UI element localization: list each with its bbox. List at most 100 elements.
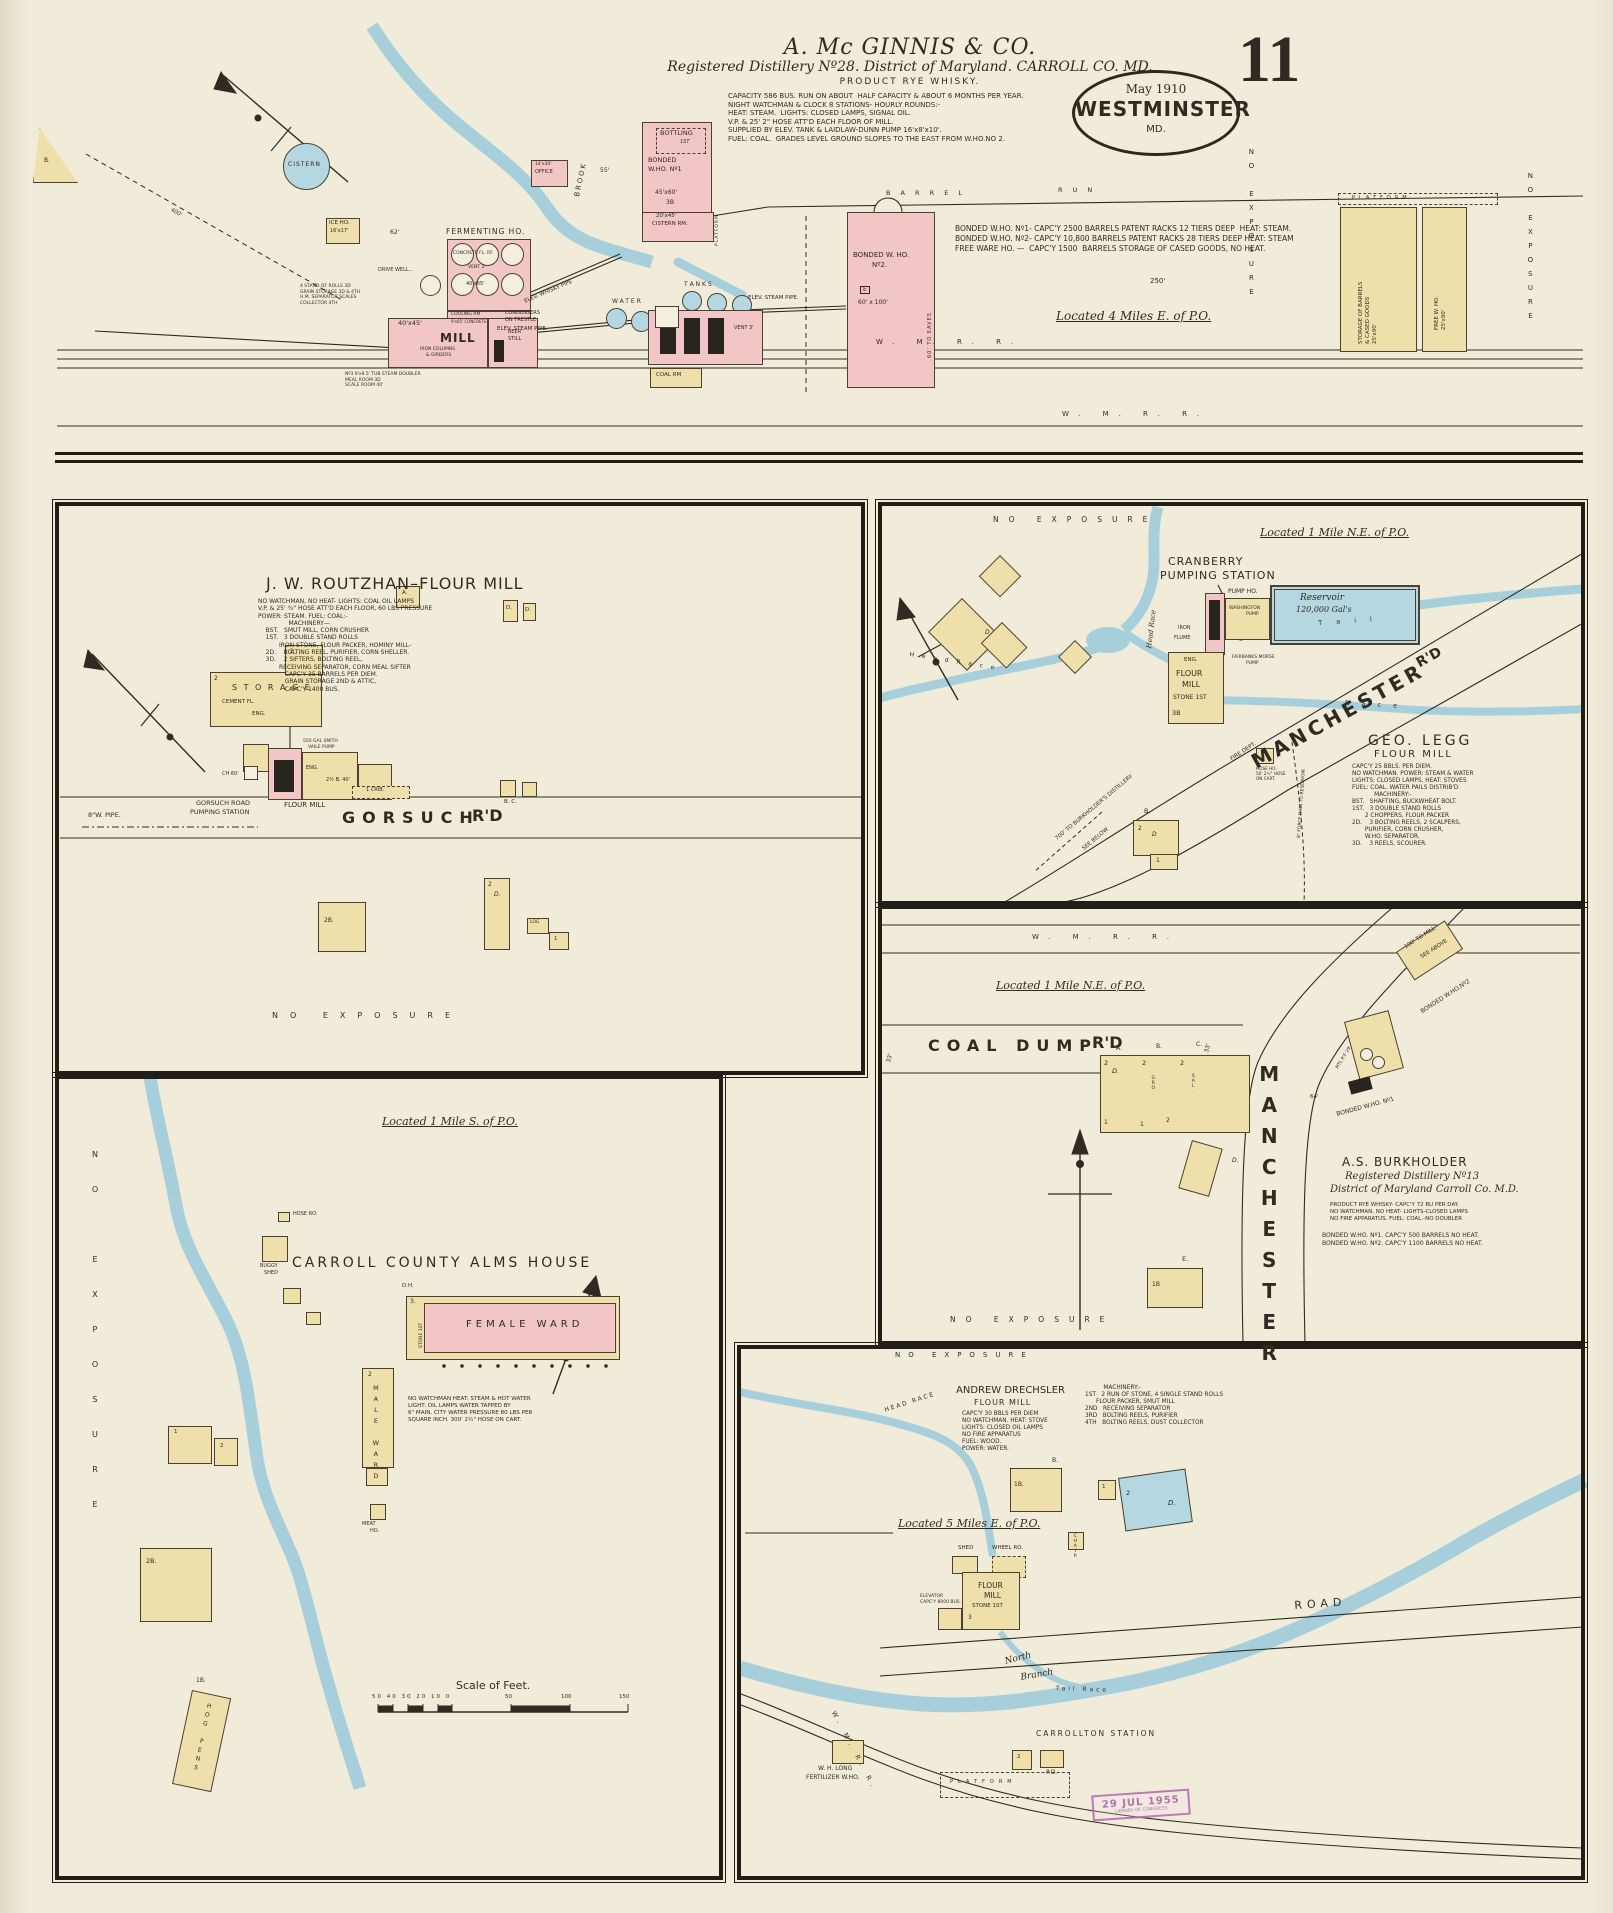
survey-dashed [85, 153, 343, 301]
drechsler-road [879, 1596, 1584, 1677]
located-5e: Located 5 Miles E. of P.O. [898, 1517, 1041, 1530]
label-barrel: B A R R E L [886, 189, 966, 197]
no-exposure-right: NO EXPOSURE [1247, 148, 1256, 302]
building-small-dr [1098, 1480, 1116, 1500]
building-bonded-wh-2 [847, 212, 935, 388]
label-beer: BEER [508, 329, 522, 335]
text-line: 2D. 3 BOLTING REELS, 2 SCALPERS, [1352, 820, 1461, 826]
label-block-1a: 1 [1104, 1119, 1108, 1126]
scale-title: Scale of Feet. [456, 1679, 531, 1692]
label-on-trestle: ON TRESTLE [505, 317, 537, 323]
text-line: 3RD BOLTING REELS, PURIFIER [1085, 1412, 1178, 1419]
label-e-barn: E. [1182, 1255, 1189, 1263]
spur-scale-box [655, 306, 679, 328]
building-coal-room [650, 368, 702, 388]
text-line: PURIFIER, CORN CRUSHER, [1352, 827, 1444, 833]
burkholder-district: District of Maryland Carroll Co. M.D. [1330, 1184, 1519, 1195]
label-block-a: A. [1116, 1045, 1122, 1052]
label-to-eaves: 60' TO EAVES [927, 312, 933, 358]
brook [366, 22, 654, 269]
label-diamond-d: D [985, 629, 990, 636]
label-fertilizer: FERTILIZER W.HO. [806, 1774, 860, 1781]
warehouse-notes: BONDED W.HO. Nº1- CAPC'Y 2500 BARRELS PA… [955, 224, 1294, 253]
text-line: NO WATCHMAN. HEAT: STOVE [962, 1417, 1048, 1424]
label-dr-3: 3 [968, 1614, 972, 1621]
label-female-stone: STONE 1ST [419, 1322, 424, 1348]
fermenting-vat [451, 273, 474, 296]
label-legg-stone: STONE 1ST [1173, 694, 1207, 701]
legg-title: GEO. LEGG [1368, 733, 1473, 749]
label-office: OFFICE [535, 169, 553, 175]
burkholder-ref-dashed [1033, 811, 1103, 873]
wmrr-label-burkholder: W. M. R. R. [1032, 933, 1179, 941]
label-bc: B. C. [504, 799, 517, 805]
no-exposure-cranberry: NO EXPOSURE [993, 515, 1158, 524]
label-run: R U N [1058, 186, 1097, 194]
distillery-product: PRODUCT RYE WHISKY. [839, 77, 981, 87]
text-line: BONDED W.HO. Nº1. CAPC'Y 500 BARRELS NO … [1322, 1232, 1480, 1239]
drechsler-head-race [739, 1388, 997, 1557]
building-small-1 [549, 932, 569, 950]
building-free-warehouse [1422, 207, 1467, 352]
building-store-block [1100, 1055, 1250, 1133]
text-line: GRAIN STORAGE 3D & 4TH [300, 289, 361, 295]
text-line: POWER: STEAM. FUEL: COAL:- [258, 612, 348, 620]
label-carrollton-station: CARROLLTON STATION [1036, 1729, 1157, 1738]
text-line: FUEL: WOOD. [962, 1438, 1002, 1445]
label-dr-stone: STONE 1ST [972, 1603, 1003, 1609]
label-8w-pipe: 8"W. PIPE. [88, 811, 121, 819]
text-line: NO WATCHMAN, NO HEAT- LIGHTS-CLOSED LAMP… [1330, 1208, 1468, 1215]
label-ferm-dim: 40'x65' [466, 281, 485, 287]
building-wagon-shed [168, 1426, 212, 1464]
label-ice-house: ICE HO. [329, 220, 350, 226]
label-pump-house: PUMP HO. [1228, 588, 1258, 595]
distillery-notes: CAPACITY 586 BUS. RUN ON ABOUT HALF CAPA… [728, 92, 1024, 144]
text-line: V.P. & 25' ¾" HOSE ATT'D EACH FLOOR, 60 … [258, 605, 433, 613]
tail-race-lower [1189, 696, 1584, 716]
label-coal-room: COAL RM [656, 372, 682, 378]
located-1ne: Located 1 Mile N.E. of P.O. [1260, 526, 1410, 539]
fermenting-vat [501, 243, 524, 266]
building-buggy-shed [262, 1236, 288, 1262]
dist-62: 62' [390, 229, 400, 236]
text-line: MACHINERY— [258, 619, 330, 627]
building-hose-room [278, 1212, 290, 1222]
label-platform-top: PLATFORM [1352, 195, 1411, 201]
label-mill-2hb: 2½ B. 40' [326, 777, 350, 783]
scale-left-numbers: 50 40 30 20 10 0 [372, 1694, 452, 1700]
building-drechsler-mill [962, 1572, 1020, 1630]
label-male-2: 2 [368, 1371, 372, 1378]
barrel-run-line [711, 195, 1584, 217]
flume-pond [1086, 627, 1130, 653]
located-1ne-burkholder: Located 1 Mile N.E. of P.O. [996, 979, 1146, 992]
section-rule-upper [55, 452, 1583, 455]
label-small-1: 1 [1102, 1484, 1106, 1490]
label-dh: D.H. [402, 1283, 414, 1289]
label-legg-3b: 3B [1172, 709, 1181, 717]
no-exposure-far-right: NO EXPOSURE [1526, 172, 1535, 326]
building-fire-dept [1256, 748, 1274, 764]
still-black [684, 318, 700, 354]
tank-flume [673, 257, 747, 300]
building-pump-house [1225, 598, 1270, 640]
label-block-d: D. [1112, 1067, 1120, 1075]
label-fairbanks-pump: PUMP [1246, 661, 1259, 666]
label-mill-dim: 40'x45' [398, 319, 422, 327]
wmrr-label-main: W. M. R. R. [876, 338, 1023, 346]
label-fairbanks: FAIRBANKS MORSE [1232, 655, 1275, 660]
label-d2: D. [525, 607, 531, 613]
burkholder-notes: PRODUCT RYE WHISKY- CAPC'Y 72 BU PER DAY… [1330, 1202, 1468, 1222]
compass-gorsuch [83, 648, 206, 773]
text-line: IRON STONE, FLOUR PACKER, HOMINY MILL- [258, 641, 412, 649]
text-line: CAPC'Y 30 BBLS PER DIEM [962, 1411, 1039, 1417]
label-shed-1: 1 [174, 1429, 178, 1435]
label-barn-b: B. [1052, 1457, 1059, 1464]
building-flour-mill-gorsuch [302, 752, 358, 800]
label-iron: IRON [1178, 625, 1191, 631]
label-bonded1-dim: 45'x60' [655, 189, 678, 196]
text-line: ON CART. [1256, 776, 1276, 782]
no-exposure-gorsuch: NO EXPOSURE [272, 1011, 463, 1020]
text-line: MEAL ROOM 3D [345, 377, 381, 383]
label-b-2: 2 [1138, 825, 1142, 832]
